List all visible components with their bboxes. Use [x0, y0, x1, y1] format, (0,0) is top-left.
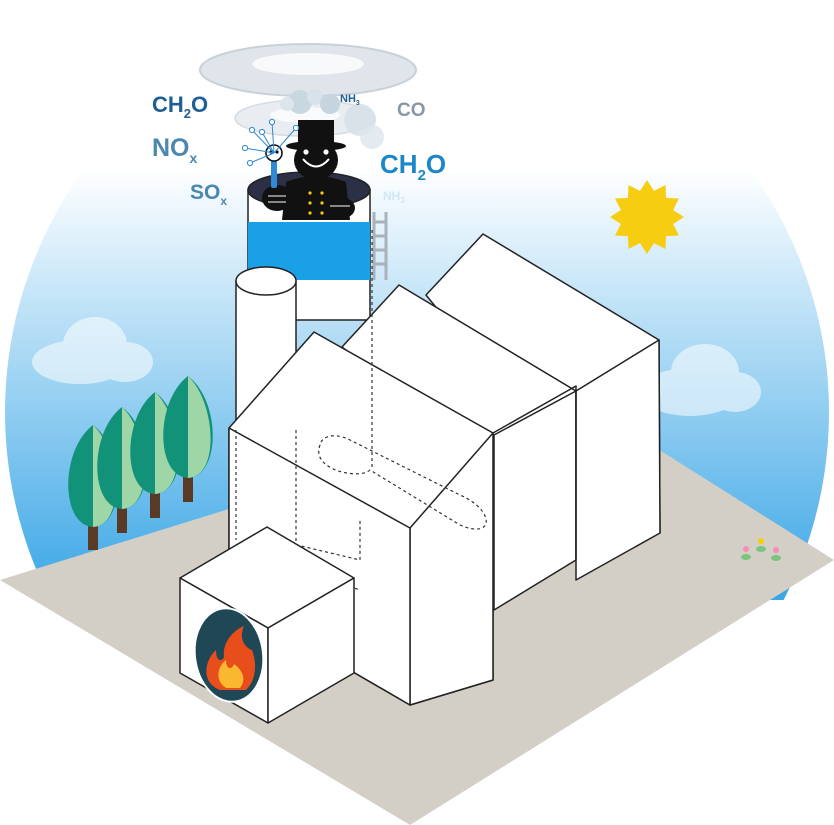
emission-label-nh3: NH3	[383, 189, 405, 205]
internal-duct	[235, 230, 487, 616]
emission-label-ch2o: CH2O	[380, 149, 446, 184]
cloud-right	[640, 344, 761, 416]
emission-label-nh3-top: NH3	[340, 93, 360, 107]
sun-icon	[610, 180, 684, 254]
sensor-probe-icon	[241, 118, 300, 188]
ladder	[372, 212, 388, 280]
fire-icon	[206, 626, 256, 690]
emission-labels: CH2O NH3 CO NOx CH2O SOx NH3	[152, 92, 446, 208]
cloud-left	[32, 317, 153, 384]
emission-label-ch2o-faded: CH2O	[152, 92, 208, 121]
emission-label-co: CO	[397, 100, 426, 121]
emission-label-sox: SOx	[190, 181, 227, 208]
tree	[163, 376, 213, 502]
emission-label-nox: NOx	[152, 134, 198, 166]
smoke	[199, 43, 417, 149]
tree-group	[68, 376, 213, 550]
flowers	[741, 538, 781, 561]
chimney-sweep-character	[262, 120, 355, 220]
